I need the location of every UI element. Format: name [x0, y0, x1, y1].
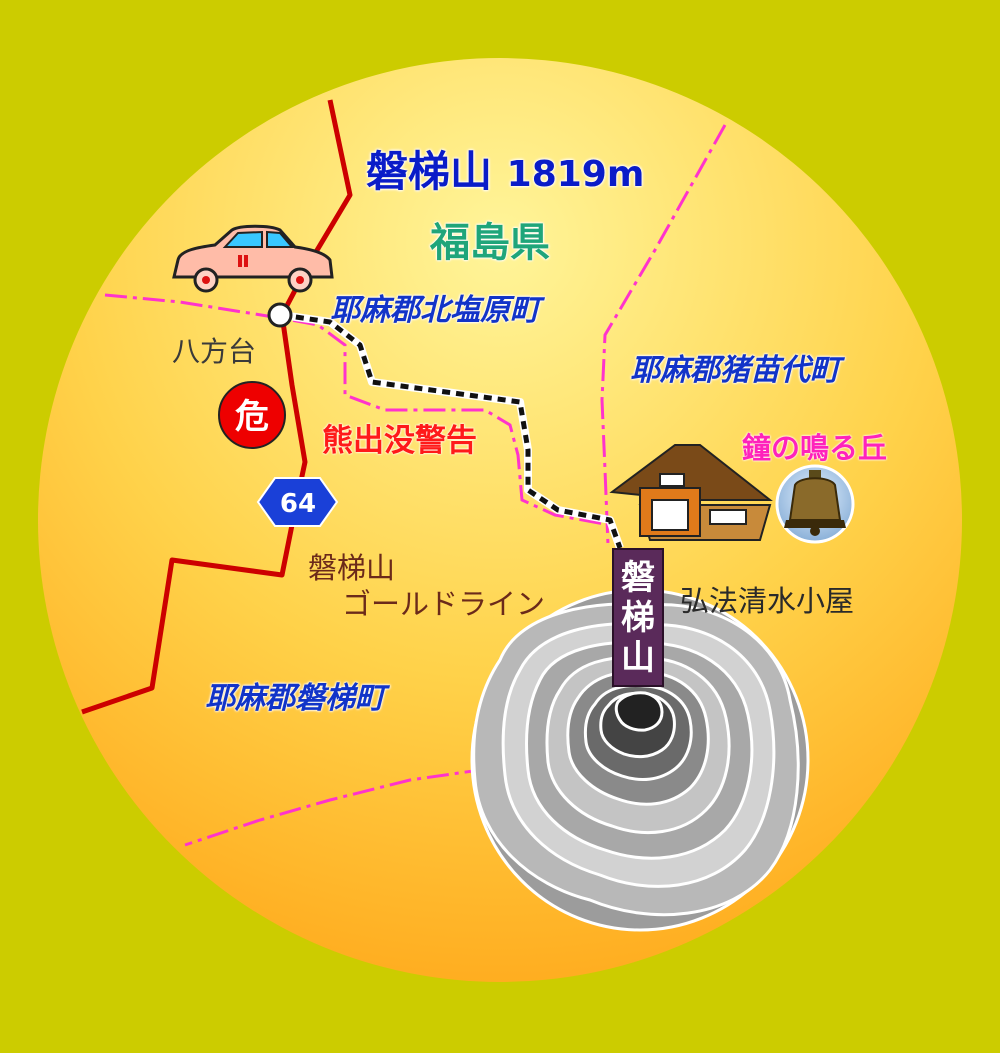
hut-icon [609, 444, 773, 541]
gold-line-label: 磐梯山 ゴールドライン [308, 550, 545, 622]
summit-sign: 磐 梯 山 [612, 548, 664, 687]
hut-label: 弘法清水小屋 [680, 584, 855, 618]
town-bandai: 耶麻郡磐梯町 [205, 681, 385, 716]
mountain-elevation: 1819m [506, 154, 645, 195]
boundary-bandai [184, 689, 642, 847]
prefecture-label: 福島県 [430, 220, 550, 266]
trailhead-marker-icon [267, 302, 293, 328]
danger-icon: 危 [218, 381, 286, 449]
summit-sign-char-1: 磐 [621, 557, 655, 598]
gold-line-road [81, 99, 353, 715]
town-inawashiro: 耶麻郡猪苗代町 [630, 353, 840, 388]
boundary-inawashiro [600, 124, 727, 546]
danger-badge-text: 危 [235, 397, 269, 437]
gold-line-label-2: ゴールドライン [342, 587, 546, 621]
route-number: 64 [280, 489, 316, 519]
bell-hill-label: 鐘の鳴る丘 [742, 431, 888, 465]
gold-line-label-1: 磐梯山 [308, 551, 396, 585]
map-title: 磐梯山 1819m [366, 138, 644, 199]
summit-sign-char-2: 梯 [621, 597, 655, 638]
route-64-shield-icon: 64 [256, 477, 339, 527]
bear-warning: 熊出没警告 [322, 423, 477, 459]
town-kitashiobara: 耶麻郡北塩原町 [330, 293, 540, 328]
hiking-trail [281, 312, 623, 549]
car-icon [172, 224, 334, 293]
summit-sign-char-3: 山 [621, 637, 655, 678]
place-happodai: 八方台 [172, 335, 257, 368]
municipal-boundaries [104, 124, 727, 847]
boundary-kitashiobara [104, 293, 611, 527]
mountain-name: 磐梯山 [366, 147, 493, 196]
bell-icon [775, 464, 855, 544]
